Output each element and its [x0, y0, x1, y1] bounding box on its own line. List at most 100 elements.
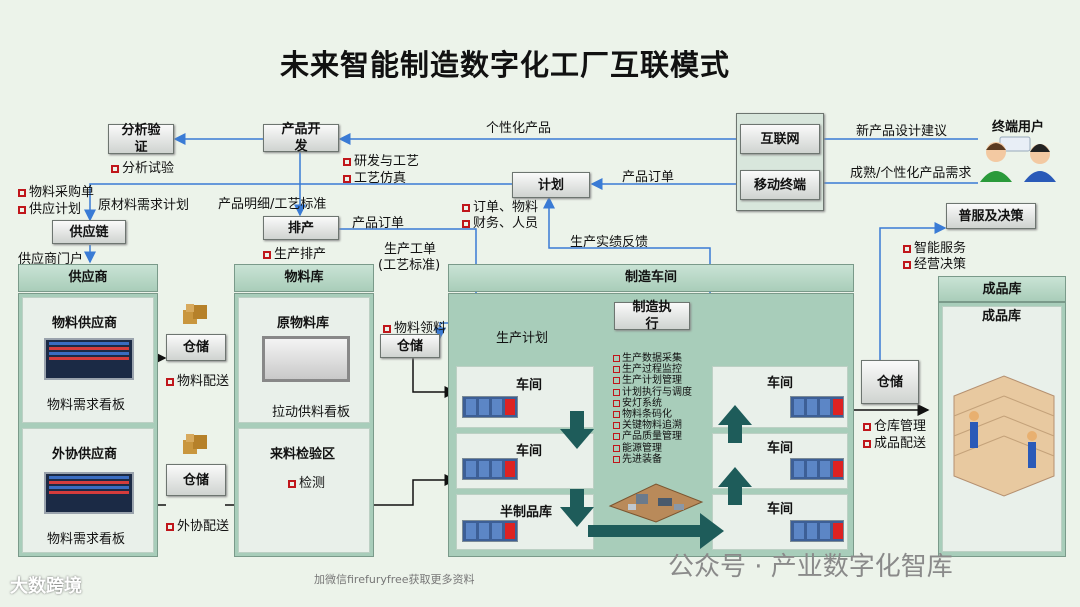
factory-equipment-image	[608, 483, 704, 523]
mes-item: 计划执行与调度	[613, 387, 692, 398]
pull-board-screen	[262, 336, 350, 382]
order-material-label: 订单、物料	[462, 196, 538, 215]
inspect-area-box	[238, 428, 370, 553]
feedback-label: 生产实绩反馈	[570, 235, 649, 250]
analysis-test-label: 分析试验	[111, 157, 174, 176]
product-delivery-text: 成品配送	[874, 436, 927, 451]
shop1-label: 车间	[516, 378, 543, 393]
product-order2-label: 产品订单	[352, 216, 405, 231]
analysis-node[interactable]: 分析验 证	[108, 123, 174, 155]
process-sim-text: 工艺仿真	[354, 171, 407, 186]
warehouse-mgmt-text: 仓库管理	[874, 419, 927, 434]
warehouse4-label: 仓储	[876, 374, 903, 390]
finished-store-header: 成品库	[938, 276, 1066, 302]
outsource-delivery-label: 外协配送	[166, 515, 229, 534]
warehouse-node-1[interactable]: 仓储	[166, 334, 226, 361]
supply-plan-text: 供应计划	[29, 202, 82, 217]
mfg-exec-node[interactable]: 制造执 行	[614, 300, 690, 332]
shop3-label: 车间	[767, 376, 794, 391]
process-sim-label: 工艺仿真	[343, 167, 406, 186]
schedule-label: 排产	[287, 220, 314, 236]
shop2-board	[462, 458, 518, 480]
inspect-area-title: 来料检验区	[270, 447, 336, 462]
warehouse2-label: 仓储	[182, 472, 209, 488]
shop4-label: 车间	[767, 441, 794, 456]
production-schedule-text: 生产排产	[274, 247, 327, 262]
shop2-label: 车间	[516, 444, 543, 459]
warehouse3-label: 仓储	[396, 338, 423, 354]
product-order-label: 产品订单	[622, 170, 675, 185]
supply-chain-label: 供应链	[69, 224, 109, 240]
material-purchase-label: 物料采购单	[18, 181, 94, 200]
mes-item: 生产计划管理	[613, 375, 692, 386]
material-board2-label: 物料需求看板	[47, 532, 126, 547]
new-design-label: 新产品设计建议	[856, 124, 948, 139]
smart-service-text: 智能服务	[914, 241, 967, 256]
analysis-test-text: 分析试验	[122, 161, 175, 176]
end-user-title: 终端用户	[992, 120, 1045, 135]
service-decision-node[interactable]: 普服及决策	[946, 203, 1036, 229]
outsource-supplier-title: 外协供应商	[52, 447, 118, 462]
product-dev-label: 产品开 发	[281, 122, 321, 154]
warehouse1-label: 仓储	[182, 340, 209, 355]
mes-item: 能源管理	[613, 443, 692, 454]
cargo-boxes-icon	[183, 304, 207, 324]
pull-board-label: 拉动供料看板	[272, 405, 351, 420]
outsource-board-screen	[44, 472, 134, 514]
product-dev-node[interactable]: 产品开 发	[263, 122, 339, 154]
raw-store-title: 原物料库	[277, 316, 330, 331]
mes-item: 安灯系统	[613, 398, 692, 409]
mes-item: 产品质量管理	[613, 431, 692, 442]
mes-item: 生产数据采集	[613, 353, 692, 364]
warehouse-mgmt-label: 仓库管理	[863, 415, 926, 434]
warehouse-node-3[interactable]: 仓储	[380, 334, 440, 358]
wechat-note: 加微信firefuryfree获取更多资料	[314, 573, 475, 586]
material-purchase-text: 物料采购单	[29, 185, 95, 200]
plan-node[interactable]: 计划	[512, 172, 590, 198]
mature-demand-label: 成熟/个性化产品需求	[850, 166, 972, 181]
supplier-portal-label: 供应商门户	[18, 252, 84, 267]
process-std-label: (工艺标准)	[378, 258, 441, 273]
finished-inner-title: 成品库	[982, 309, 1022, 324]
production-schedule-label: 生产排产	[263, 243, 326, 262]
personalized-product-label: 个性化产品	[486, 121, 552, 136]
warehouse-node-2[interactable]: 仓储	[166, 464, 226, 496]
mes-item: 生产过程监控	[613, 364, 692, 375]
internet-label: 互联网	[760, 131, 800, 147]
inspect-label: 检测	[288, 472, 325, 491]
workshop-flow-arrows	[560, 405, 752, 549]
work-order-label: 生产工单	[384, 242, 437, 257]
operation-decision-label: 经营决策	[903, 253, 966, 272]
mobile-label: 移动终端	[753, 177, 806, 193]
product-spec-label: 产品明细/工艺标准	[218, 197, 327, 212]
raw-demand-plan-label: 原材料需求计划	[98, 198, 190, 213]
semi-board	[462, 520, 518, 542]
mfg-exec-label: 制造执 行	[632, 300, 672, 332]
inspect-text: 检测	[299, 476, 326, 491]
service-label: 普服及决策	[958, 208, 1024, 224]
warehouse-shelves-image	[953, 375, 1055, 497]
cargo-boxes-icon	[183, 434, 207, 454]
supply-plan-label: 供应计划	[18, 198, 81, 217]
mes-item: 关键物料追溯	[613, 420, 692, 431]
finance-people-label: 财务、人员	[462, 212, 538, 231]
watermark-text: 公众号 · 产业数字化智库	[668, 552, 953, 582]
operation-decision-text: 经营决策	[914, 257, 967, 272]
material-pick-text: 物料领料	[394, 321, 447, 336]
schedule-node[interactable]: 排产	[263, 216, 339, 240]
workshop-header: 制造车间	[448, 264, 854, 292]
order-material-text: 订单、物料	[473, 200, 539, 215]
plan-label: 计划	[537, 177, 564, 193]
internet-node[interactable]: 互联网	[740, 124, 820, 154]
supplier-header: 供应商	[18, 264, 158, 292]
shop3-board	[790, 396, 844, 418]
material-supplier-title: 物料供应商	[52, 316, 118, 331]
material-board-screen	[44, 338, 134, 380]
mobile-node[interactable]: 移动终端	[740, 170, 820, 200]
mes-item: 先进装备	[613, 454, 692, 465]
supply-chain-node[interactable]: 供应链	[52, 220, 126, 244]
warehouse-node-4[interactable]: 仓储	[861, 360, 919, 404]
material-delivery-label: 物料配送	[166, 370, 229, 389]
rd-process-text: 研发与工艺	[354, 154, 420, 169]
material-board1-label: 物料需求看板	[47, 398, 126, 413]
